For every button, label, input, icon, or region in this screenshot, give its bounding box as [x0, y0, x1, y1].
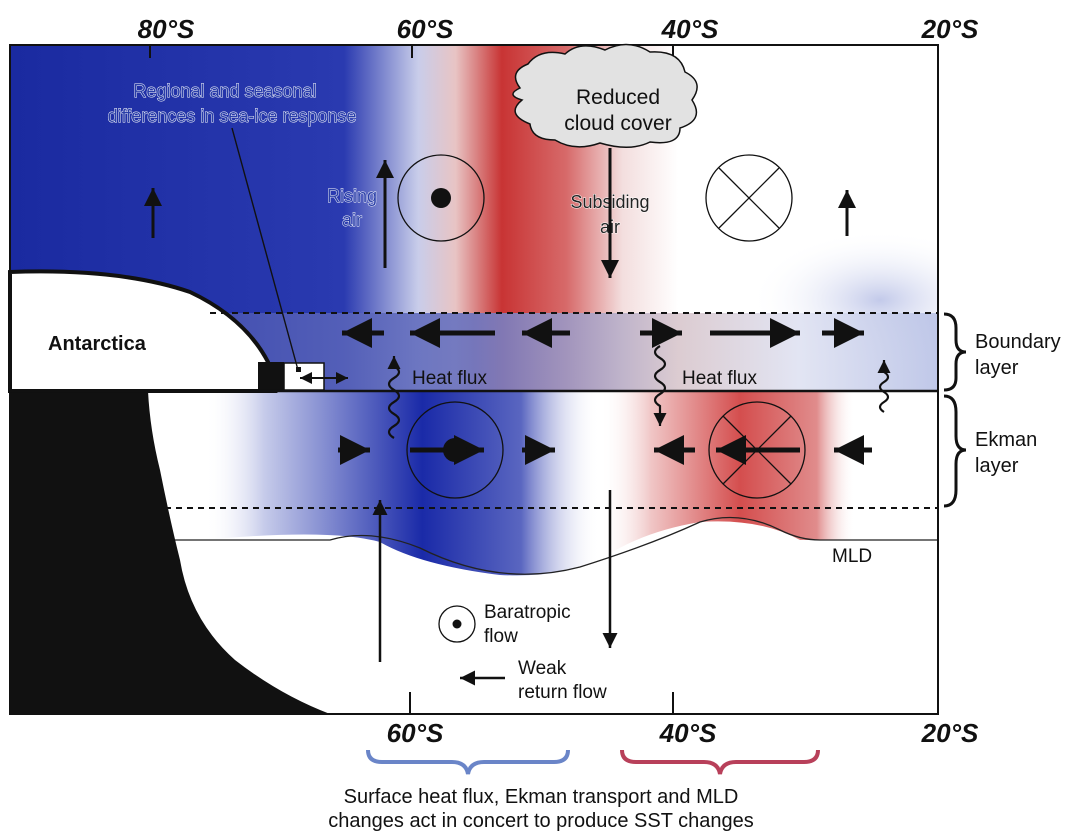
ocean-red-band	[600, 392, 855, 560]
baratropic-label-line2: flow	[484, 626, 518, 647]
blue-brace	[366, 749, 570, 775]
top-axis-label-40: 40°S	[661, 14, 719, 44]
baratropic-label-line1: Baratropic	[484, 602, 571, 623]
baratropic-flow-symbol	[438, 605, 476, 643]
caption-line2: changes act in concert to produce SST ch…	[328, 810, 753, 832]
mld-label: MLD	[832, 546, 872, 567]
top-axis-label-80: 80°S	[138, 14, 195, 44]
mld-curve	[168, 516, 938, 575]
regional-leader-dot	[296, 367, 301, 372]
top-axis-label-60: 60°S	[397, 14, 454, 44]
continental-shelf	[10, 391, 330, 714]
regional-label-line2: differences in sea-ice response	[108, 106, 357, 126]
atm-westerly-out	[397, 154, 485, 242]
regional-leader-line	[231, 127, 299, 371]
weak-return-label-line2: return flow	[518, 682, 607, 703]
regional-label-line1: Regional and seasonal	[133, 81, 316, 101]
ekman-layer-brace	[943, 394, 967, 508]
bottom-axis-ticks	[409, 692, 674, 714]
top-axis-label-20: 20°S	[921, 14, 979, 44]
cloud-label-line1: Reduced	[576, 86, 660, 109]
boundary-label-line2: layer	[975, 357, 1019, 379]
ekman-label-line1: Ekman	[975, 429, 1037, 451]
antarctica-label: Antarctica	[48, 333, 147, 355]
cloud-label-line2: cloud cover	[564, 112, 671, 135]
antarctica-landmass	[8, 269, 278, 393]
bottom-axis-label-60: 60°S	[387, 718, 444, 748]
red-brace	[620, 749, 820, 775]
atm-westerly-in	[705, 154, 793, 242]
ekman-label-line2: layer	[975, 455, 1019, 477]
heat-flux-left-label: Heat flux	[412, 368, 487, 389]
rising-label-line2: air	[342, 210, 362, 230]
ocean-vertical-arrows	[372, 490, 618, 686]
heat-flux-right-label: Heat flux	[682, 368, 757, 389]
boundary-label-line1: Boundary	[975, 331, 1061, 353]
top-axis-labels: 80°S 60°S 40°S 20°S	[138, 14, 979, 44]
caption-line1: Surface heat flux, Ekman transport and M…	[344, 786, 739, 808]
diagram-frame	[9, 44, 939, 715]
ocean-current-out	[406, 401, 504, 499]
weak-return-label-line1: Weak	[518, 658, 567, 679]
boundary-layer-brace	[943, 312, 967, 392]
ocean-current-in	[708, 401, 806, 499]
sea-ice-box	[283, 362, 325, 391]
heat-flux-wiggles	[387, 345, 891, 439]
bottom-axis-label-20: 20°S	[921, 718, 979, 748]
rising-label-line1: Rising	[327, 186, 377, 206]
cloud-shape	[512, 43, 698, 148]
air-vertical-arrows	[144, 148, 856, 278]
ice-shelf-edge	[258, 362, 284, 391]
bottom-axis-labels: 60°S 40°S 20°S	[387, 718, 979, 748]
bottom-axis-label-40: 40°S	[659, 718, 717, 748]
